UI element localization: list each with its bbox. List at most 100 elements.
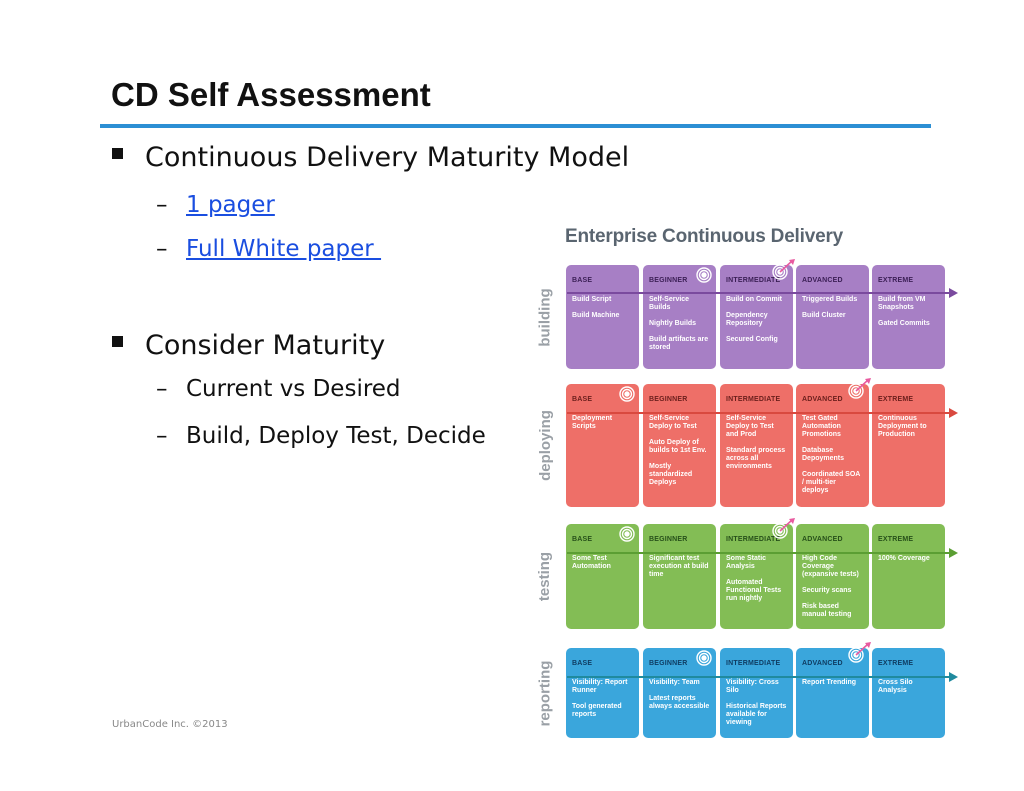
practice-item: Visibility: Team — [649, 679, 700, 686]
practice-item: Build Cluster — [802, 312, 846, 319]
row-label-text: testing — [536, 551, 554, 602]
bullet-text: Consider Maturity — [145, 330, 386, 361]
practice-item: Build Machine — [572, 312, 620, 319]
row-label-text: building — [536, 287, 554, 347]
level-label: BASE — [572, 660, 593, 667]
sub-bullet-text: Build, Deploy Test, Decide — [186, 423, 486, 449]
current-level-target-icon — [696, 650, 712, 666]
level-label: ADVANCED — [802, 536, 843, 543]
practice-item: Build from VM Snapshots — [878, 296, 926, 311]
sub-bullet: –Current vs Desired — [156, 376, 401, 402]
one-pager-link[interactable]: 1 pager — [186, 192, 275, 218]
current-level-target-icon — [619, 386, 635, 402]
progress-arrow-deploying — [567, 408, 958, 418]
level-label: BEGINNER — [649, 660, 688, 667]
dash-bullet-icon: – — [156, 423, 168, 449]
level-label: BEGINNER — [649, 277, 688, 284]
practice-item: Visibility: Cross Silo — [726, 679, 779, 694]
level-label: EXTREME — [878, 396, 914, 403]
practice-item: Risk based manual testing — [802, 603, 852, 618]
practice-item: Some Test Automation — [572, 555, 611, 570]
white-paper-link[interactable]: Full White paper — [186, 236, 382, 262]
dash-bullet-icon: – — [156, 376, 168, 402]
practice-item: Self-Service Deploy to Test — [649, 415, 697, 430]
level-label: BASE — [572, 277, 593, 284]
square-bullet-icon — [112, 336, 123, 347]
practice-item: Build artifacts are stored — [649, 336, 709, 351]
practice-item: Some Static Analysis — [726, 555, 767, 570]
bullet-consider-maturity: Consider Maturity — [112, 330, 385, 361]
title-underline — [100, 124, 931, 128]
practice-item: Auto Deploy of builds to 1st Env. — [649, 439, 707, 454]
level-label: EXTREME — [878, 660, 914, 667]
level-label: INTERMEDIATE — [726, 660, 781, 667]
practice-item: Report Trending — [802, 679, 857, 686]
level-label: INTERMEDIATE — [726, 536, 781, 543]
square-bullet-icon — [112, 148, 123, 159]
practice-item: Continuous Deployment to Production — [878, 415, 927, 438]
model-title: Enterprise Continuous Delivery — [565, 226, 844, 247]
sub-bullet: –Build, Deploy Test, Decide — [156, 423, 486, 449]
row-label-reporting: reporting — [527, 648, 563, 738]
practice-item: Dependency Repository — [726, 312, 768, 327]
practice-item: Visibility: Report Runner — [572, 679, 628, 694]
practice-item: Tool generated reports — [572, 703, 622, 718]
maturity-card-deploying-extreme: EXTREME Continuous Deployment to Producti… — [872, 384, 945, 507]
practice-item: Significant test execution at build time — [649, 555, 709, 578]
maturity-card-reporting-extreme: EXTREME Cross Silo Analysis — [872, 648, 945, 738]
row-label-text: deploying — [536, 410, 554, 481]
sub-bullet: –Full White paper — [156, 236, 381, 262]
sub-bullet-text: Current vs Desired — [186, 376, 401, 402]
practice-item: Triggered Builds — [802, 296, 858, 303]
level-label: BASE — [572, 536, 593, 543]
practice-item: Cross Silo Analysis — [878, 679, 913, 694]
practice-item: Deployment Scripts — [572, 415, 613, 430]
practice-item: Mostly standardized Deploys — [649, 463, 693, 486]
progress-arrow-reporting — [567, 672, 958, 682]
practice-item: High Code Coverage (expansive tests) — [802, 555, 859, 578]
practice-item: Secured Config — [726, 336, 778, 343]
practice-item: Coordinated SOA / multi-tier deploys — [802, 471, 861, 494]
level-label: INTERMEDIATE — [726, 396, 781, 403]
level-label: ADVANCED — [802, 396, 843, 403]
progress-arrow-building — [567, 288, 958, 298]
maturity-card-deploying-advanced: ADVANCED Test Gated Automation Promotions… — [796, 384, 869, 507]
dash-bullet-icon: – — [156, 192, 168, 218]
target-level-dart-icon — [772, 518, 795, 539]
practice-item: Standard process across all environments — [726, 447, 786, 470]
practice-item: Automated Functional Tests run nightly — [726, 579, 782, 602]
sub-bullet: –1 pager — [156, 192, 275, 218]
practice-item: Self-Service Deploy to Test and Prod — [726, 415, 774, 438]
target-level-dart-icon — [848, 378, 871, 399]
bullet-text: Continuous Delivery Maturity Model — [145, 142, 630, 173]
practice-item: Security scans — [802, 587, 852, 594]
dash-bullet-icon: – — [156, 236, 168, 262]
practice-item: Latest reports always accessible — [649, 695, 710, 710]
practice-item: Build on Commit — [726, 296, 782, 303]
slide-title: CD Self Assessment — [111, 76, 431, 113]
practice-item: Nightly Builds — [649, 320, 697, 327]
practice-item: Build Script — [572, 296, 612, 303]
current-level-target-icon — [619, 526, 635, 542]
practice-item: Self-Service Builds — [649, 296, 690, 311]
practice-item: Historical Reports available for viewing — [726, 703, 787, 726]
practice-item: Gated Commits — [878, 320, 930, 327]
level-label: EXTREME — [878, 536, 914, 543]
level-label: ADVANCED — [802, 277, 843, 284]
progress-arrow-testing — [567, 548, 958, 558]
maturity-card-testing-advanced: ADVANCED High Code Coverage (expansive te… — [796, 524, 869, 629]
practice-item: 100% Coverage — [878, 555, 930, 562]
practice-item: Test Gated Automation Promotions — [802, 415, 841, 438]
row-label-deploying: deploying — [527, 384, 563, 507]
maturity-card-deploying-intermediate: INTERMEDIATE Self-Service Deploy to Test … — [720, 384, 793, 507]
